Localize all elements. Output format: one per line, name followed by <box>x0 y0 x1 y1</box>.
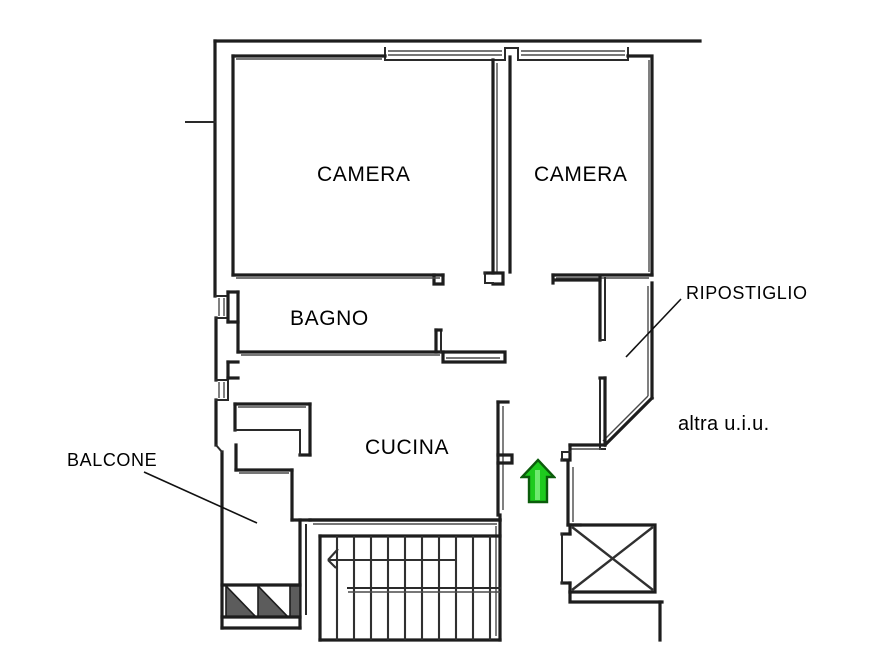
room-label-camera-right: CAMERA <box>534 163 628 186</box>
room-outline-bagno <box>226 290 507 380</box>
annotation-label-balcone: BALCONE <box>67 450 158 470</box>
outer-walls <box>185 39 702 630</box>
room-outline-camera-right <box>508 54 654 342</box>
window-openings-top <box>384 47 629 61</box>
window-openings-left <box>214 295 229 454</box>
dividing-wall-center <box>483 58 505 286</box>
leader-lines <box>143 298 682 524</box>
room-label-camera-left: CAMERA <box>317 163 411 186</box>
room-outline-camera-left <box>231 54 445 286</box>
entrance-arrow <box>520 458 556 504</box>
room-label-cucina: CUCINA <box>365 436 450 459</box>
room-outline-ripostiglio <box>553 278 655 527</box>
room-label-bagno: BAGNO <box>290 307 369 330</box>
staircase <box>308 518 502 642</box>
lift-shaft <box>560 523 664 642</box>
annotation-label-altra-uiu: altra u.i.u. <box>678 413 770 435</box>
balcony-hatching <box>220 583 302 619</box>
annotation-label-ripostiglio: RIPOSTIGLIO <box>686 283 808 303</box>
